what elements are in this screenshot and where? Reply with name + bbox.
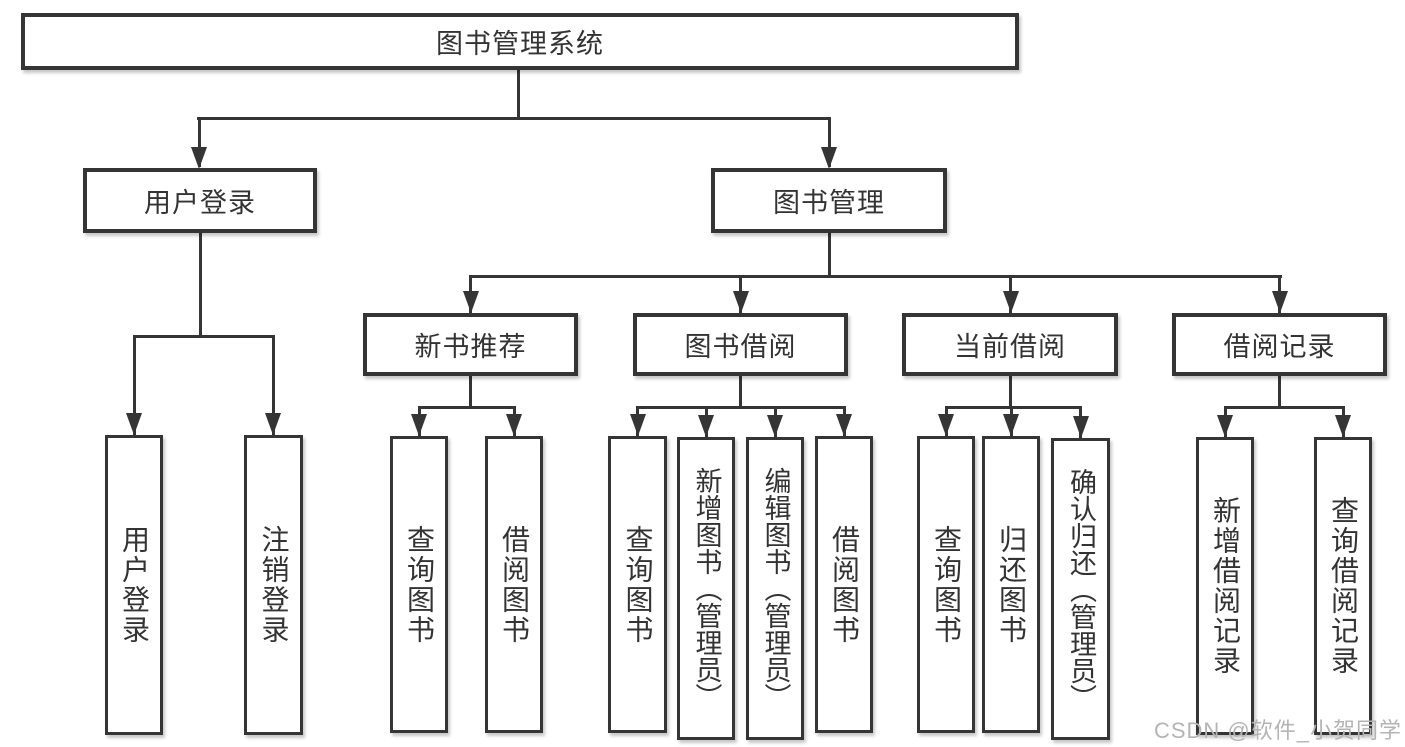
arrowhead-borrow-records: [1271, 291, 1288, 313]
connector-borrow-records-stub: [1278, 376, 1281, 409]
connector-drop-leaf-user-login: [132, 335, 136, 435]
connector-user-login-rail: [132, 335, 275, 338]
connector-book-borrow-rail: [636, 406, 846, 409]
connector-drop-book-mgmt: [827, 117, 831, 167]
leaf-confirm-return-admin: 确认归还（管理员）: [1051, 438, 1110, 740]
leaf-add-books-admin: 新增图书（管理员）: [677, 437, 735, 740]
node-current-borrow: 当前借阅: [902, 313, 1118, 376]
leaf-edit-books-admin: 编辑图书（管理员）: [746, 437, 804, 740]
node-root-library-system: 图书管理系统: [21, 13, 1019, 70]
leaf-add-borrow-record: 新增借阅记录: [1196, 437, 1254, 735]
connector-drop-user-login: [197, 117, 201, 167]
arrowhead-edit-books: [767, 415, 783, 437]
arrowhead-query-record: [1335, 415, 1351, 437]
connector-borrow-records-rail: [1223, 406, 1344, 409]
connector-user-login-stub: [198, 232, 202, 337]
node-book-borrow: 图书借阅: [633, 313, 848, 376]
connector-book-borrow-stub: [739, 376, 742, 409]
arrowhead-query2: [629, 414, 646, 436]
arrowhead-current-borrow: [1002, 291, 1019, 313]
leaf-borrow-books-2: 借阅图书: [815, 436, 873, 733]
connector-new-books-stub: [469, 376, 472, 409]
arrowhead-query1: [411, 414, 427, 436]
arrowhead-leaf-logout: [265, 413, 281, 435]
arrowhead-add-books: [698, 415, 714, 437]
connector-book-mgmt-stub: [827, 232, 831, 278]
connector-level2-rail: [197, 117, 831, 120]
leaf-query-books-3: 查询图书: [917, 436, 975, 733]
connector-new-books-rail: [417, 406, 516, 409]
arrowhead-add-record: [1217, 415, 1233, 437]
node-book-management-group: 图书管理: [711, 168, 947, 233]
connector-level3-rail: [469, 275, 1282, 278]
arrowhead-book-borrow: [732, 291, 749, 313]
leaf-borrow-books-1: 借阅图书: [485, 436, 543, 733]
arrowhead-user-login: [191, 147, 207, 169]
arrowhead-return-books: [1003, 414, 1019, 436]
leaf-query-books-1: 查询图书: [390, 436, 448, 733]
leaf-logout: 注销登录: [244, 435, 303, 735]
node-user-login-group: 用户登录: [83, 168, 317, 233]
leaf-return-books: 归还图书: [982, 436, 1040, 733]
node-borrow-records: 借阅记录: [1172, 313, 1387, 376]
arrowhead-new-books: [462, 291, 479, 313]
arrowhead-leaf-user-login: [126, 413, 142, 435]
connector-root-stub: [517, 68, 520, 119]
leaf-user-login: 用户登录: [105, 435, 163, 735]
arrowhead-query3: [938, 414, 954, 436]
arrowhead-borrow2: [836, 414, 852, 436]
connector-current-borrow-stub: [1009, 376, 1012, 409]
arrowhead-borrow1: [506, 414, 522, 436]
leaf-query-borrow-record: 查询借阅记录: [1314, 437, 1372, 735]
connector-drop-leaf-logout: [271, 335, 275, 435]
leaf-query-books-2: 查询图书: [608, 436, 667, 733]
csdn-watermark: CSDN @软件_小贺同学: [1153, 718, 1402, 743]
node-new-book-recommend: 新书推荐: [363, 313, 578, 376]
arrowhead-confirm-return: [1072, 416, 1089, 438]
arrowhead-book-mgmt: [821, 147, 837, 169]
connector-current-borrow-rail: [944, 406, 1082, 409]
